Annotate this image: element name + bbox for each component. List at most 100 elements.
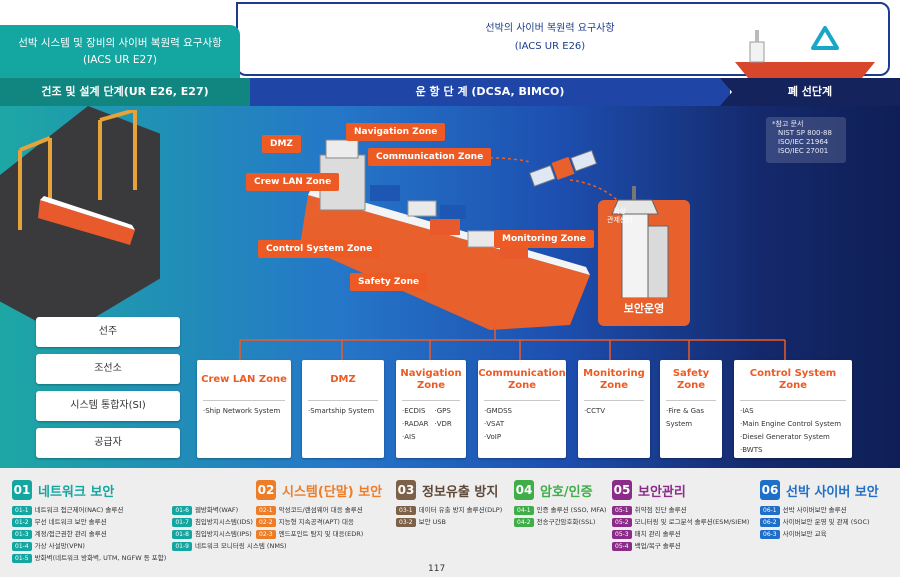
category-title: 네트워크 보안	[38, 484, 115, 500]
zone-card-body: ·ECDIS ·RADAR ·AIS ·GPS ·VDR	[402, 400, 460, 444]
zone-card-communication: Communication Zone ·GMDSS ·VSAT ·VoIP	[478, 360, 566, 458]
control-center-label-line1: 육상	[613, 207, 627, 215]
zone-card-item: ·GPS	[434, 407, 451, 415]
e26-title-line2: (IACS UR E26)	[514, 41, 586, 52]
zone-card-body: ·GMDSS ·VSAT ·VoIP	[484, 400, 560, 444]
ship-illustration	[300, 139, 590, 330]
zone-card-navigation: Navigation Zone ·ECDIS ·RADAR ·AIS ·GPS …	[396, 360, 466, 458]
zone-card-safety: Safety Zone ·Fire & Gas System	[660, 360, 722, 458]
reference-item: NIST SP 800-88	[778, 129, 832, 137]
category-number: 04	[514, 480, 534, 500]
zone-card-title: DMZ	[330, 374, 356, 385]
zone-card-body: ·Smartship System	[308, 400, 378, 418]
zone-card-item: ·GMDSS	[484, 407, 512, 415]
security-ops-label: 보안운영	[623, 302, 665, 315]
category-number: 02	[256, 480, 276, 500]
zone-connector-lines	[239, 322, 786, 360]
zone-tag-navigation: Navigation Zone	[346, 123, 446, 141]
control-center-label: 육상 관제센터	[607, 207, 633, 225]
zone-card-item: ·CCTV	[584, 407, 606, 415]
role-shipyard: 조선소	[36, 354, 180, 384]
solution-categories	[0, 468, 900, 577]
zone-tag-dmz: DMZ	[262, 135, 301, 153]
category-title: 선박 사이버 보안	[786, 484, 879, 500]
e27-requirement-box: 선박 시스템 및 장비의 사이버 복원력 요구사항 (IACS UR E27)	[0, 25, 240, 79]
zone-card-item: ·Ship Network System	[203, 407, 281, 415]
category-title: 시스템(단말) 보안	[282, 484, 383, 500]
category-title: 보안관리	[638, 484, 686, 500]
category-number: 01	[12, 480, 32, 500]
recycle-ship-icon	[735, 26, 875, 78]
reference-item: ISO/IEC 27001	[778, 147, 829, 155]
category-number: 03	[396, 480, 416, 500]
zone-tag-control: Control System Zone	[258, 240, 381, 258]
zone-card-title: Communication Zone	[478, 368, 566, 391]
zone-card-body: ·IAS ·Main Engine Control System ·Diesel…	[740, 400, 846, 457]
reference-title: *참고 문서	[772, 120, 804, 128]
zone-card-title: Control System Zone	[749, 368, 837, 391]
role-shipowner: 선주	[36, 317, 180, 347]
category-number: 06	[760, 480, 780, 500]
zone-card-item: ·Main Engine Control System	[740, 420, 842, 428]
zone-card-item: ·VDR	[434, 420, 452, 428]
shipyard-illustration	[18, 110, 137, 245]
page-number: 117	[428, 564, 446, 574]
role-supplier: 공급자	[36, 428, 180, 458]
stage-disposal: 폐 선단계	[720, 78, 900, 106]
zone-tag-crew-lan: Crew LAN Zone	[246, 173, 340, 191]
zone-card-item: ·VSAT	[484, 420, 505, 428]
zone-card-item: ·Smartship System	[308, 407, 375, 415]
e27-title-line1: 선박 시스템 및 장비의 사이버 복원력 요구사항	[18, 37, 222, 49]
zone-card-item: ·BWTS	[740, 446, 763, 454]
zone-card-item: ·RADAR	[402, 420, 429, 428]
zone-card-item: ·AIS	[402, 433, 416, 441]
stage-operation: 운 항 단 계 (DCSA, BIMCO)	[250, 78, 730, 106]
zone-card-control-system: Control System Zone ·IAS ·Main Engine Co…	[734, 360, 852, 458]
zone-tag-monitoring: Monitoring Zone	[494, 230, 594, 248]
e27-title-line2: (IACS UR E27)	[83, 54, 157, 66]
stage-build-design: 건조 및 설계 단계(UR E26, E27)	[0, 78, 250, 106]
control-center-label-line2: 관제센터	[607, 216, 633, 224]
zone-card-title: Navigation Zone	[400, 368, 462, 391]
category-title: 정보유출 방지	[422, 484, 499, 500]
control-tower-icon	[611, 186, 669, 298]
zone-card-item: ·ECDIS	[402, 407, 426, 415]
zone-card-title: Monitoring Zone	[583, 368, 645, 391]
zone-card-body: ·Fire & Gas System	[666, 400, 716, 431]
zone-card-item: ·VoIP	[484, 433, 502, 441]
e26-title-line1: 선박의 사이버 복원력 요구사항	[485, 23, 615, 34]
satellite-icon	[529, 149, 598, 187]
zone-tag-communication: Communication Zone	[368, 148, 492, 166]
zone-card-item: ·IAS	[740, 407, 754, 415]
reference-item: ISO/IEC 21964	[778, 138, 829, 146]
zone-card-title: Safety Zone	[672, 368, 710, 391]
e26-requirement-title: 선박의 사이버 복원력 요구사항 (IACS UR E26)	[440, 20, 660, 56]
zone-card-dmz: DMZ ·Smartship System	[302, 360, 384, 458]
category-title: 암호/인증	[540, 484, 593, 500]
